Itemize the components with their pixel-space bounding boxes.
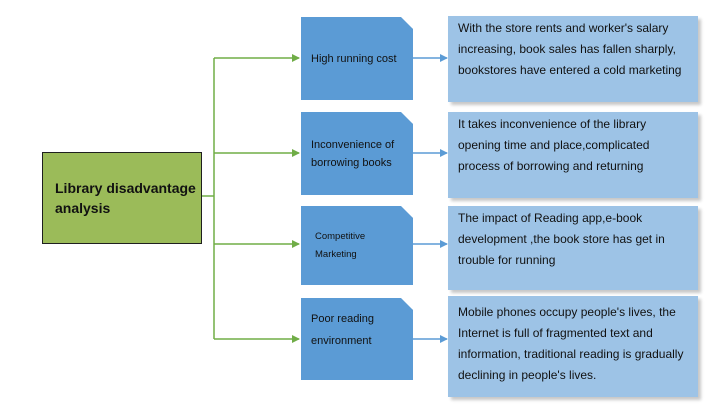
trunk-connector [202,58,215,339]
detail-text: The impact of Reading app,e-book develop… [458,211,665,267]
detail-node-high-running-cost: With the store rents and worker's salary… [448,16,698,102]
cause-label: Inconvenience of borrowing books [311,138,395,169]
detail-node-competitive-marketing: The impact of Reading app,e-book develop… [448,206,698,290]
detail-text: Mobile phones occupy people's lives, the… [458,305,684,382]
cause-node-poor-reading-environment: Poor reading environment [301,298,413,380]
cause-node-high-running-cost: High running cost [301,17,413,100]
detail-text: It takes inconvenience of the library op… [458,117,650,173]
detail-node-inconvenience-of-borrowing: It takes inconvenience of the library op… [448,112,698,198]
cause-node-competitive-marketing: Competitive Marketing [301,206,413,285]
root-node: Library disadvantage analysis [42,152,202,244]
cause-label: Poor reading environment [311,313,374,347]
cause-label: High running cost [311,52,397,65]
detail-node-poor-reading-environment: Mobile phones occupy people's lives, the… [448,296,698,397]
detail-text: With the store rents and worker's salary… [458,21,682,77]
cause-label: Competitive Marketing [315,230,366,260]
root-label: Library disadvantage analysis [55,180,196,216]
cause-node-inconvenience-of-borrowing: Inconvenience of borrowing books [301,112,413,195]
